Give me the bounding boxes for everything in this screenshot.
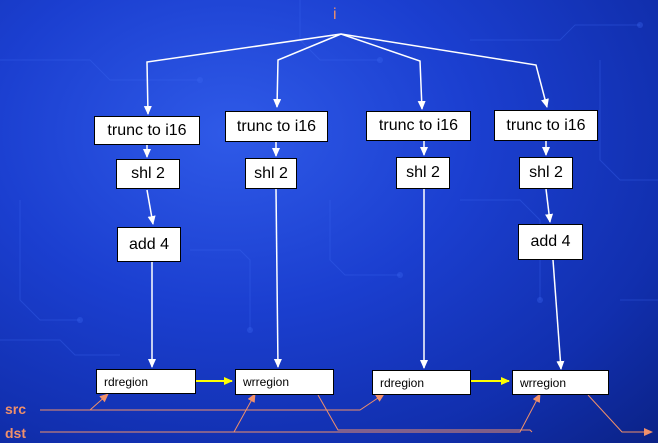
fanout-arrow-2 — [273, 33, 342, 108]
dst-label: dst — [5, 425, 26, 441]
src-label: src — [5, 401, 27, 417]
arrow-c1-shl-add — [146, 189, 156, 225]
node-trunc-4: trunc to i16 — [494, 110, 598, 141]
fanout-arrow-3 — [340, 33, 426, 110]
node-add-1: add 4 — [117, 227, 181, 262]
src-line-to-rd2 — [90, 393, 385, 411]
node-wrregion-2: wrregion — [512, 370, 609, 395]
node-wrregion-1: wrregion — [235, 369, 334, 395]
node-add-2: add 4 — [518, 224, 583, 260]
wr2-output-line — [587, 394, 653, 436]
node-shl-1: shl 2 — [116, 159, 180, 189]
dst-line — [40, 393, 256, 433]
node-shl-3: shl 2 — [396, 157, 450, 189]
node-shl-2: shl 2 — [245, 158, 297, 189]
fanout-arrow-4 — [340, 33, 549, 108]
node-trunc-2: trunc to i16 — [225, 111, 328, 142]
node-rdregion-1: rdregion — [96, 369, 196, 394]
arrow-c2-shl-region — [273, 188, 282, 368]
arrow-c4-shl-add — [545, 188, 554, 223]
node-rdregion-2: rdregion — [372, 370, 471, 395]
dst-line-to-wr2 — [234, 393, 541, 433]
node-shl-4: shl 2 — [519, 157, 573, 189]
input-label-i: i — [333, 6, 337, 23]
arrow-c4-add-region — [552, 259, 565, 370]
node-trunc-1: trunc to i16 — [94, 116, 200, 145]
wr1-output-line — [317, 394, 533, 433]
node-trunc-3: trunc to i16 — [366, 111, 471, 141]
fanout-arrow-1 — [143, 33, 342, 115]
src-line — [40, 393, 109, 411]
